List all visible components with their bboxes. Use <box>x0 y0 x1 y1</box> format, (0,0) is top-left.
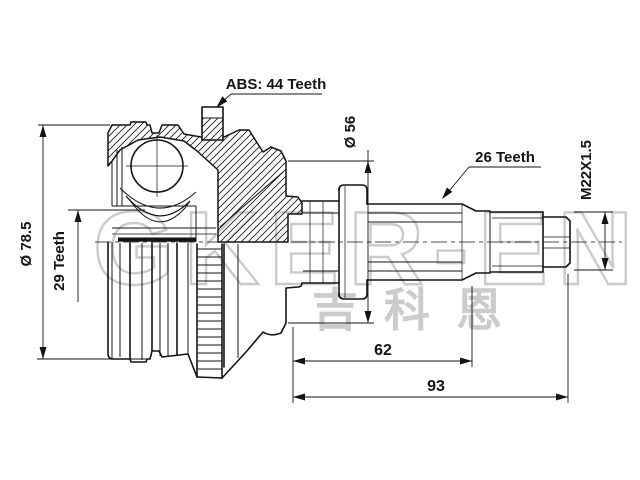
spline-length-label: 62 <box>374 342 392 359</box>
boot-diameter-label: Ø 56 <box>342 116 359 149</box>
abs-ring <box>196 106 239 379</box>
ball-track-arc <box>119 187 197 209</box>
callout-abs-teeth: ABS: 44 Teeth <box>216 76 326 108</box>
dimension-thread: M22X1.5 <box>574 140 613 271</box>
watermark-cjk-text: 吉科恩 <box>312 284 528 336</box>
dimension-boot-diameter: Ø 56 <box>288 116 374 324</box>
bell-outline-lower-right <box>221 282 303 379</box>
shaft-length-label: 93 <box>427 378 445 395</box>
inner-spline-band <box>118 237 196 242</box>
thread-label: M22X1.5 <box>578 140 595 200</box>
shaft-end-cap <box>542 216 571 268</box>
outer-spline-label: 26 Teeth <box>475 149 535 166</box>
inner-spline-label: 29 Teeth <box>51 231 68 291</box>
abs-tooth-rack <box>196 243 223 379</box>
callout-outer-spline: 26 Teeth <box>442 149 541 199</box>
bell-section-upper <box>107 121 303 243</box>
spline-section <box>366 203 491 281</box>
cage-section <box>111 147 123 206</box>
inner-race-bore <box>112 205 216 242</box>
dimension-shaft-length: 93 <box>293 274 569 403</box>
dimension-body-diameter: Ø 78.5 <box>18 124 147 360</box>
ball-bearing <box>126 135 188 197</box>
dimension-spline-length: 62 <box>292 286 473 403</box>
inner-race-crescent <box>125 195 191 223</box>
track-edge-line <box>219 171 284 228</box>
body-diameter-label: Ø 78.5 <box>18 221 35 266</box>
boot-groove-neck <box>301 200 340 284</box>
dimension-inner-spline: 29 Teeth <box>51 209 145 302</box>
abs-teeth-label: ABS: 44 Teeth <box>226 76 327 93</box>
bell-groove-lines <box>111 242 189 360</box>
